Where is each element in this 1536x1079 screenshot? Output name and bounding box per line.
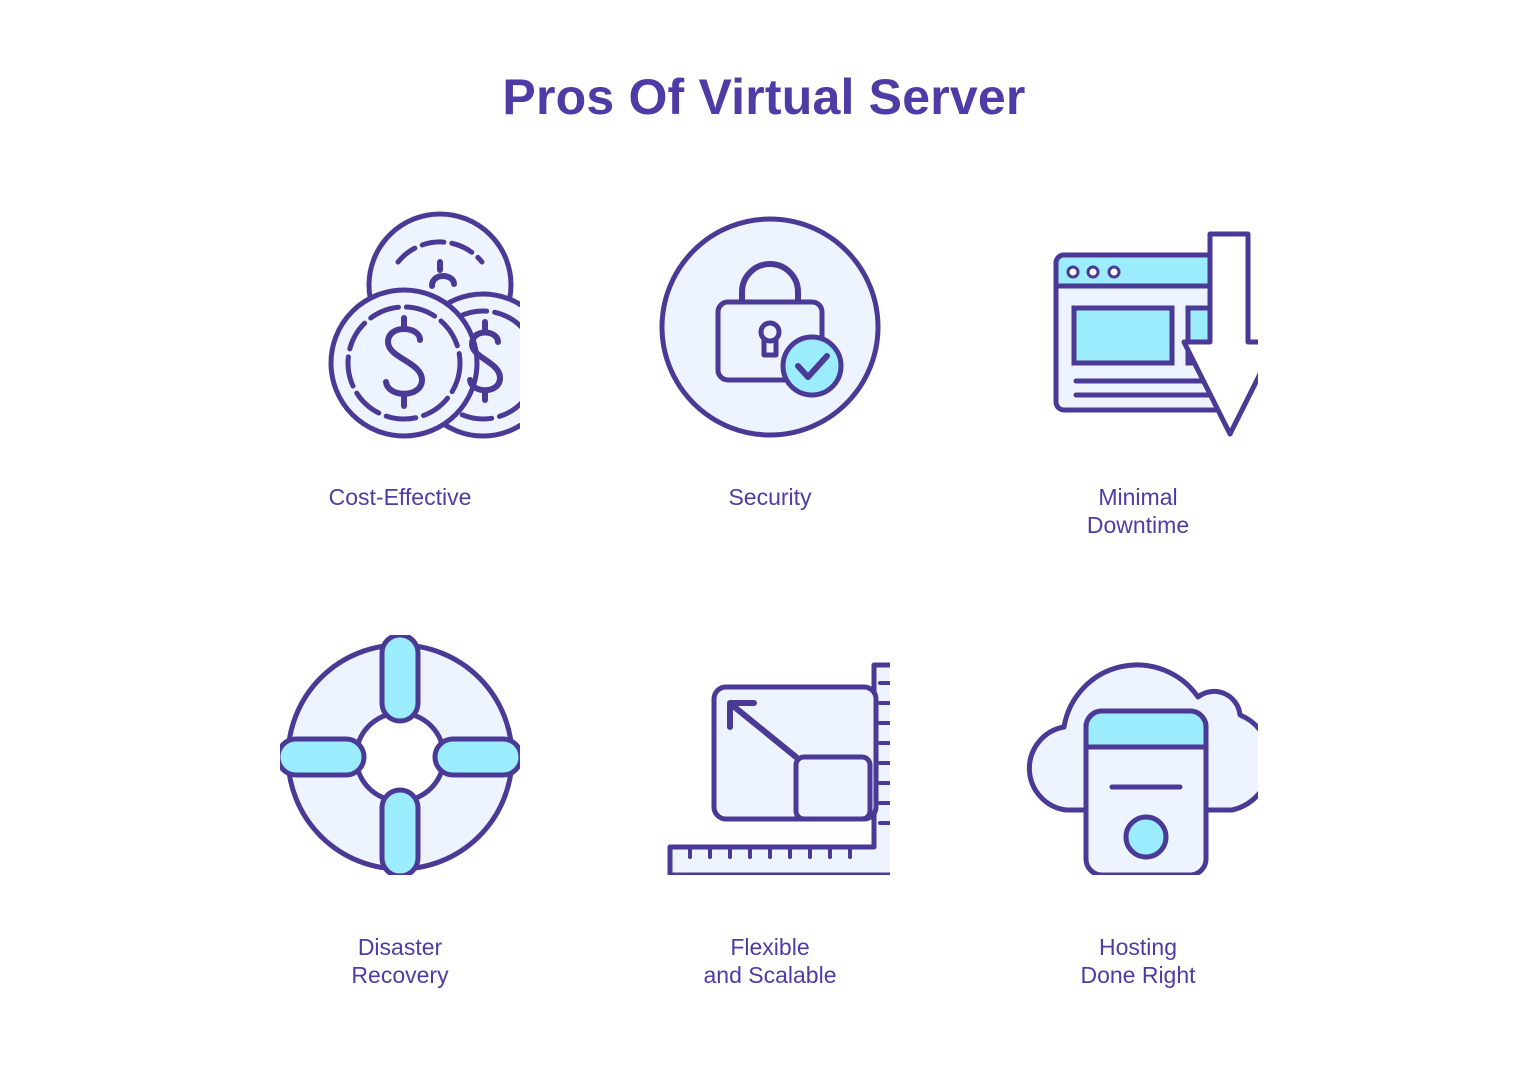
benefit-label-line: Cost-Effective [328,484,472,510]
padlock-check-icon [650,200,890,440]
benefit-hosting-done-right: Hosting Done Right [978,635,1298,1015]
benefit-label-line: and Scalable [703,962,837,988]
benefit-label-line: Hosting [1099,934,1177,960]
benefit-label: Disaster Recovery [240,933,560,989]
benefit-security: Security [610,200,930,580]
benefit-minimal-downtime: Minimal Downtime [978,200,1298,580]
benefit-label-line: Flexible [730,934,810,960]
benefit-label: Flexible and Scalable [610,933,930,989]
benefit-label: Security [610,483,930,511]
benefit-label: Cost-Effective [240,483,560,511]
benefit-label-line: Done Right [1080,962,1196,988]
benefit-label-line: Security [728,484,812,510]
resize-ruler-icon [650,635,890,875]
coins-icon [280,200,520,440]
benefit-label-line: Minimal [1098,484,1178,510]
lifebuoy-icon [280,635,520,875]
page-title: Pros Of Virtual Server [502,69,1026,125]
browser-download-icon [1018,200,1258,440]
benefit-label-line: Recovery [351,962,449,988]
benefit-label: Minimal Downtime [978,483,1298,539]
benefit-label-line: Disaster [357,934,443,960]
benefit-label: Hosting Done Right [978,933,1298,989]
cloud-server-icon [1018,635,1258,875]
benefit-label-line: Downtime [1086,512,1190,538]
benefit-flexible-scalable: Flexible and Scalable [610,635,930,1015]
benefit-disaster-recovery: Disaster Recovery [240,635,560,1015]
benefit-cost-effective: Cost-Effective [240,200,560,580]
